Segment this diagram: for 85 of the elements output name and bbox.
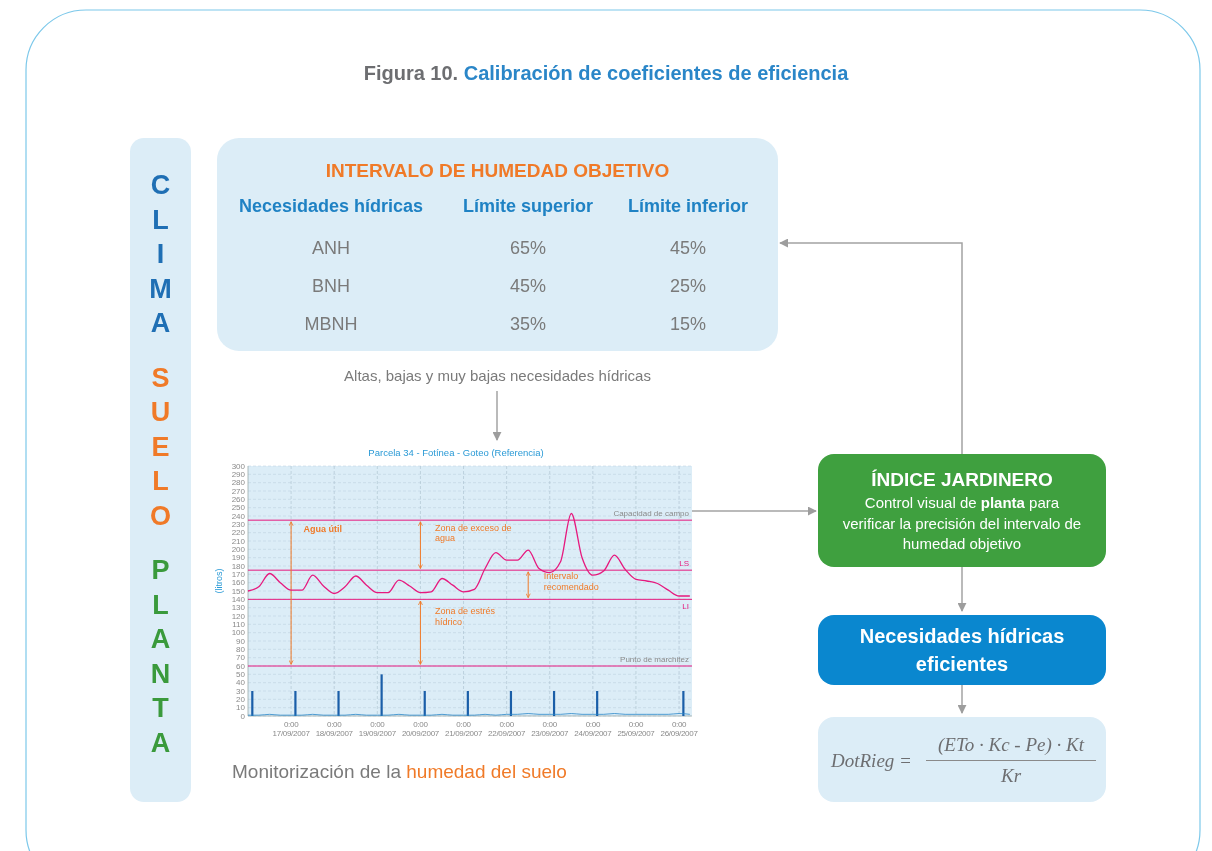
- axis-tick-label: 160: [231, 578, 245, 588]
- column-header: Límite inferior: [627, 196, 749, 217]
- arrow: [492, 390, 502, 441]
- table-cell-text: 45%: [669, 238, 707, 259]
- reference-line-label: Punto de marchitez: [620, 655, 689, 664]
- table-cell-text: 25%: [669, 276, 707, 297]
- axis-tick-label: 0:00 22/09/2007: [488, 720, 526, 738]
- axis-tick-label: 210: [231, 536, 245, 546]
- axis-tick-label: 0:00 19/09/2007: [358, 720, 396, 738]
- axis-tick-label: 110: [232, 620, 245, 630]
- formula-denominator: Kr: [999, 765, 1023, 787]
- vertical-word: CLIMA: [148, 169, 173, 340]
- axis-tick-label: 280: [231, 478, 245, 488]
- axis-tick-label: 50: [236, 670, 245, 680]
- axis-tick-label: 220: [231, 528, 245, 538]
- table-heading: INTERVALO DE HUMEDAD OBJETIVO: [324, 160, 671, 182]
- axis-tick-label: 70: [236, 653, 245, 663]
- axis-tick-label: 30: [236, 686, 245, 696]
- axis-tick-label: 190: [231, 553, 245, 563]
- table-cell-text: 35%: [509, 314, 547, 335]
- axis-tick-label: 0:00 24/09/2007: [574, 720, 612, 738]
- axis-tick-label: 80: [236, 645, 245, 655]
- axis-tick-label: 0:00 26/09/2007: [660, 720, 698, 738]
- box-title: Necesidades hídricas eficientes: [858, 624, 1066, 677]
- axis-tick-label: 140: [231, 595, 245, 605]
- axis-tick-label: 100: [231, 628, 245, 638]
- chart-caption: Monitorización de la humedad del suelo: [232, 761, 567, 783]
- axis-tick-label: 180: [231, 561, 245, 571]
- table-cell-text: ANH: [311, 238, 351, 259]
- axis-tick-label: 230: [231, 520, 245, 530]
- axis-tick-label: 300: [231, 461, 245, 471]
- axis-tick-label: 90: [236, 636, 245, 646]
- chart-annotation: Intervalo recomendado: [543, 571, 600, 593]
- axis-title: (litros): [214, 568, 224, 594]
- chart-title: Parcela 34 - Fotínea - Goteo (Referencia): [368, 447, 544, 458]
- arrow: [779, 238, 963, 455]
- axis-tick-label: 270: [231, 486, 245, 496]
- axis-tick-label: 10: [236, 703, 245, 713]
- chart-annotation: Agua útil: [303, 524, 344, 536]
- column-header: Necesidades hídricas: [237, 196, 425, 217]
- axis-tick-label: 120: [231, 611, 245, 621]
- table-cell-text: 15%: [669, 314, 707, 335]
- reference-line-label: LS: [679, 559, 689, 569]
- vertical-word: PLANTA: [149, 554, 172, 760]
- process-box: [818, 454, 1106, 567]
- axis-tick-label: 20: [236, 695, 245, 705]
- axis-tick-label: 60: [236, 661, 245, 671]
- formula-text: DotRieg =: [831, 750, 912, 772]
- process-box: [818, 615, 1106, 685]
- table-panel: [217, 138, 778, 351]
- table-cell-text: 45%: [509, 276, 547, 297]
- axis-tick-label: 290: [231, 470, 245, 480]
- table-cell-text: BNH: [311, 276, 351, 297]
- panel-caption: Altas, bajas y muy bajas necesidades hídricas: [343, 367, 652, 384]
- formula-numerator: (ETo · Kc - Pe) · Kt: [926, 734, 1096, 761]
- formula-box: [818, 717, 1106, 802]
- axis-tick-label: 240: [231, 511, 245, 521]
- axis-tick-label: 0:00 21/09/2007: [445, 720, 483, 738]
- vertical-band: [130, 138, 191, 802]
- arrow: [957, 684, 967, 714]
- axis-tick-label: 170: [231, 570, 245, 580]
- column-header: Límite superior: [462, 196, 594, 217]
- chart-annotation: Zona de exceso de agua: [435, 522, 513, 545]
- chart-annotation: Zona de estrés hídrico: [435, 606, 497, 628]
- reference-line-label: LI: [682, 602, 689, 612]
- vertical-word: SUELO: [149, 361, 172, 533]
- arrow: [957, 566, 967, 612]
- figure-title: Figura 10. Calibración de coeficientes de eficiencia: [362, 62, 850, 85]
- axis-tick-label: 150: [231, 586, 245, 596]
- table-cell-text: 65%: [509, 238, 547, 259]
- axis-tick-label: 0:00 25/09/2007: [617, 720, 655, 738]
- axis-tick-label: 0:00 23/09/2007: [531, 720, 569, 738]
- table-cell-text: MBNH: [303, 314, 359, 335]
- axis-tick-label: 130: [231, 603, 245, 613]
- reference-line-label: Capacidad de campo: [613, 509, 689, 519]
- axis-tick-label: 200: [231, 545, 245, 555]
- axis-tick-label: 250: [231, 503, 245, 513]
- axis-tick-label: 0:00 17/09/2007: [272, 720, 310, 738]
- axis-tick-label: 260: [231, 495, 245, 505]
- box-title: ÍNDICE JARDINERO: [871, 467, 1053, 492]
- axis-tick-label: 0:00 20/09/2007: [401, 720, 439, 738]
- axis-tick-label: 0:00 18/09/2007: [315, 720, 353, 738]
- box-text: Control visual de planta para verificar la precisión del intervalo de humedad objetivo: [841, 493, 1083, 554]
- axis-tick-label: 40: [236, 678, 245, 688]
- axis-tick-label: 0: [240, 711, 245, 721]
